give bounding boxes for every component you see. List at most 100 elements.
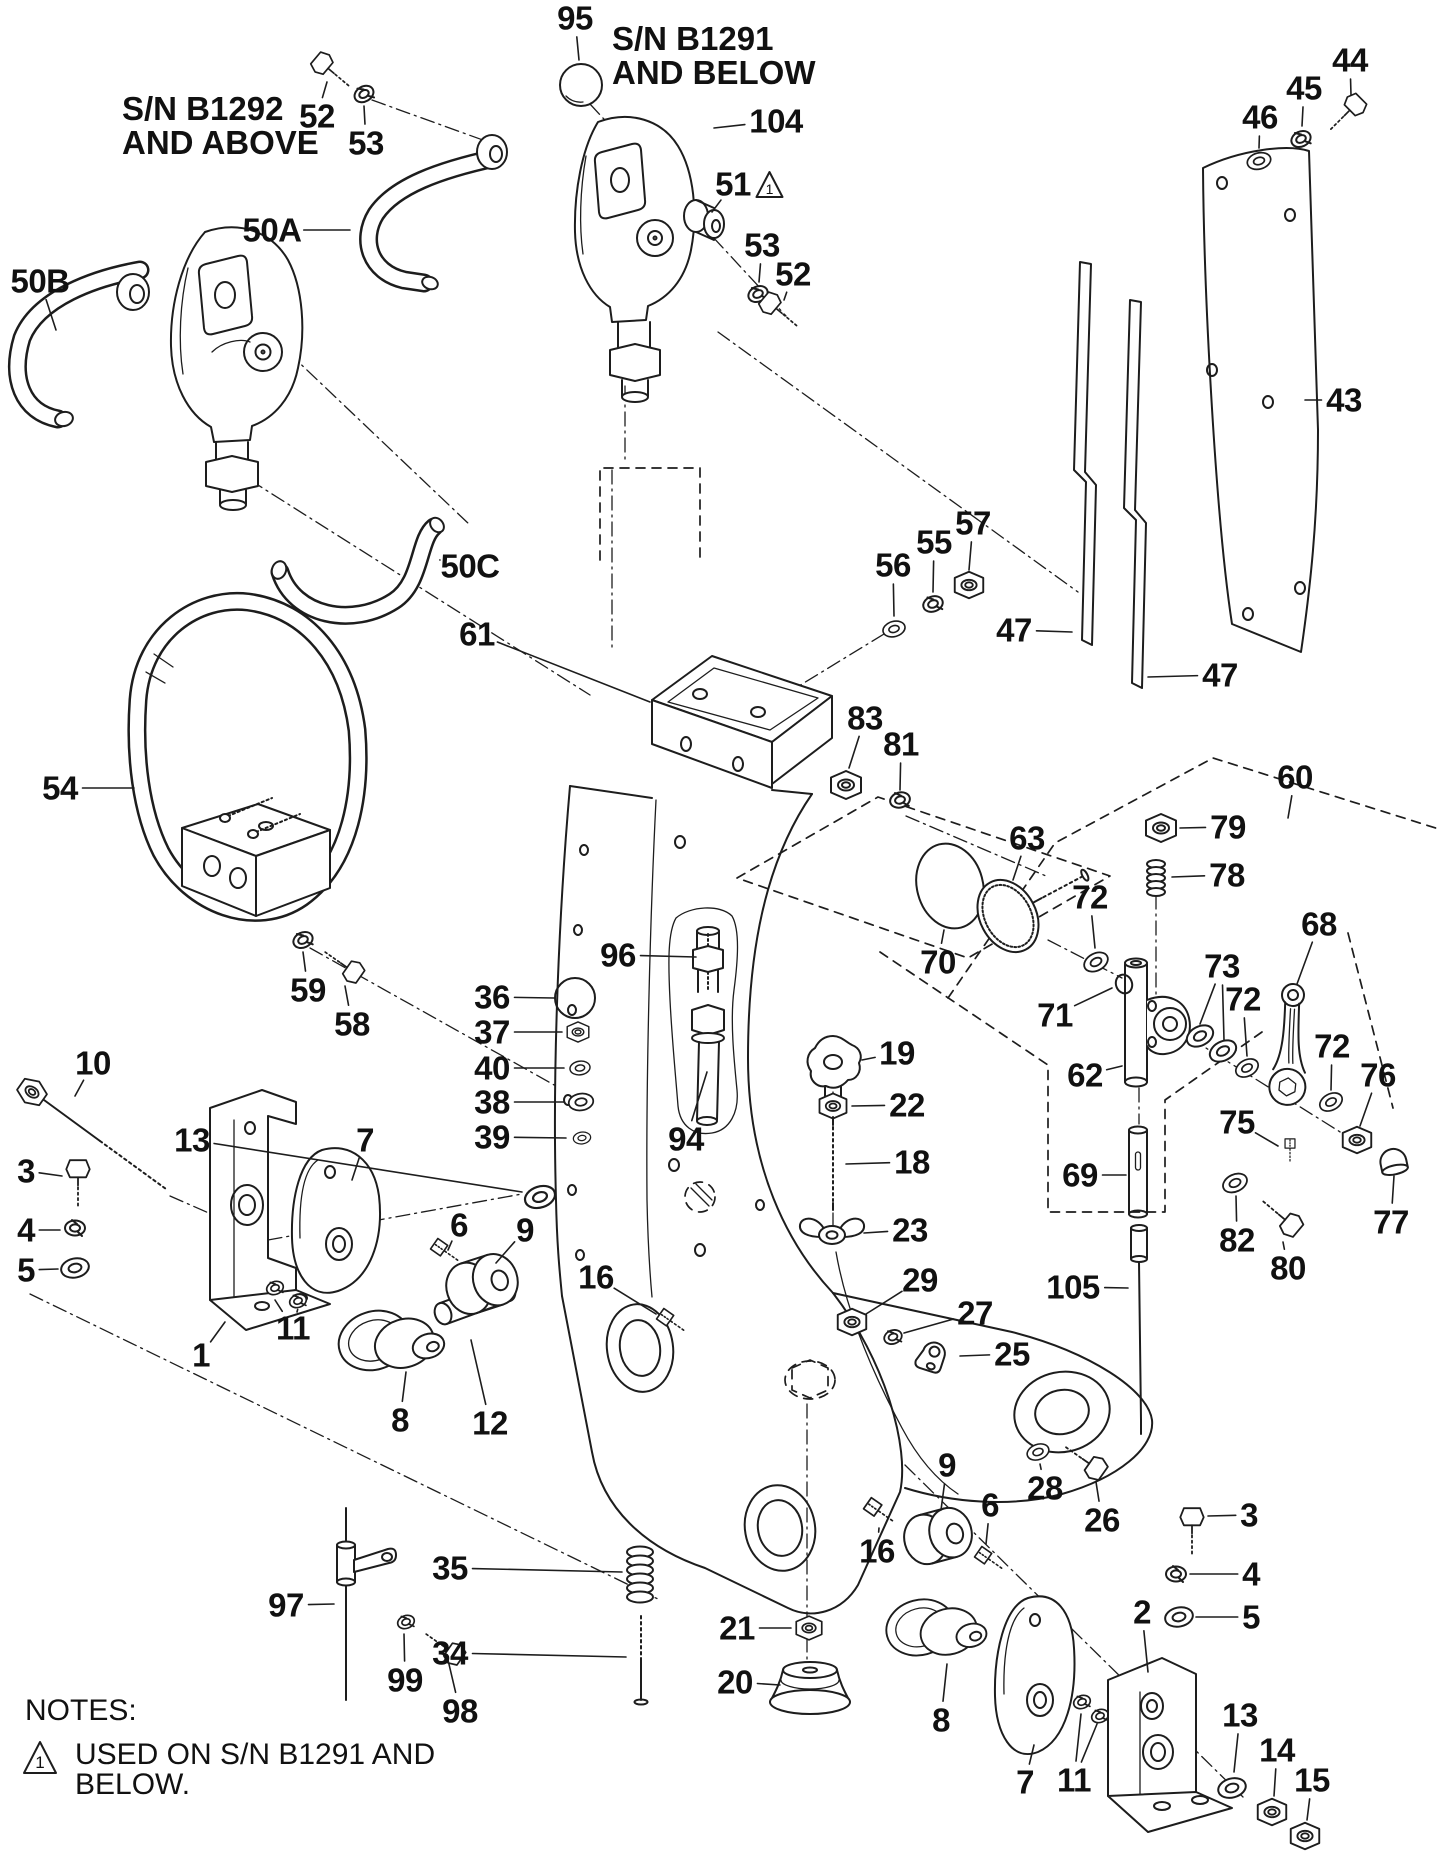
leader-line [513,1136,567,1139]
leader-line [296,1308,299,1313]
leader-line [899,762,902,791]
housing-sn-b1292 [169,226,304,511]
note-1-line-2: BELOW. [75,1768,191,1801]
part-callout-52-8: 52 [775,255,811,293]
part-callout-7-63: 7 [356,1121,374,1159]
leader-line [496,641,651,703]
part-callout-40-47: 40 [474,1049,510,1087]
leader-line [903,1318,955,1334]
part-callout-78-26: 78 [1209,856,1245,894]
handle-bracket-54 [181,797,331,917]
bolt-10 [12,1073,167,1190]
leader-line [302,951,307,972]
leader-line [1359,1092,1373,1127]
leader-line [74,1079,85,1097]
part-callout-76-35: 76 [1360,1056,1396,1094]
leader-line [892,583,895,617]
part-callout-9-65: 9 [516,1211,534,1249]
leader-line [845,1161,891,1165]
leader-line [344,985,350,1007]
washer-72c [1315,1088,1347,1116]
part-callout-3-84: 3 [1240,1496,1258,1534]
leader-line [470,1339,487,1406]
gasket-strips-47 [1073,261,1147,689]
leader-line [471,1652,627,1658]
part-callout-6-64: 6 [450,1206,468,1244]
note-warning-triangle: 1 [23,1741,57,1774]
lock-washer-4b [1165,1565,1187,1583]
part-callout-45-10: 45 [1286,69,1322,107]
lock-washer-55 [919,592,947,616]
part-callout-72-27: 72 [1072,878,1108,916]
leader-line [783,291,788,301]
leader-line [363,105,366,125]
connecting-rod-68 [1268,983,1307,1106]
part-callout-35-71: 35 [432,1549,468,1587]
leader-line [576,36,580,61]
leader-line [1391,1175,1395,1204]
part-callout-95-0: 95 [557,0,593,37]
part-callout-1-68: 1 [192,1336,210,1374]
leader-line [1233,1733,1239,1773]
washer-11c [1070,1691,1094,1713]
part-callout-23-54: 23 [892,1211,928,1249]
part-callout-34-72: 34 [432,1634,468,1672]
ball-36 [554,977,596,1019]
part-callout-54-15: 54 [42,769,78,807]
nut-21 [795,1615,823,1641]
washer-5 [58,1254,92,1282]
leader-line [38,1268,59,1271]
washer-72b [1231,1054,1263,1082]
part-callout-72-32: 72 [1225,980,1261,1018]
washer-13 [521,1181,559,1213]
callout-leader-lines [38,36,1395,1821]
part-callout-10-58: 10 [75,1044,111,1082]
o-ring-71 [1114,973,1134,995]
part-callout-73-31: 73 [1204,947,1240,985]
part-callout-72-34: 72 [1314,1027,1350,1065]
leader-line [447,1240,453,1251]
rod-97 [336,1507,397,1701]
leader-line [403,1633,406,1662]
part-callout-98-92: 98 [442,1692,478,1730]
plate-7b [993,1595,1076,1755]
leader-line [1039,1463,1042,1471]
svg-text:1: 1 [35,1753,44,1772]
set-screw-75 [1284,1138,1296,1162]
throttle-cable [835,1251,959,1495]
part-callout-36-45: 36 [474,978,510,1016]
warning-triangle-icon: 1 [755,171,784,198]
note-1-line-1: USED ON S/N B1291 AND [75,1738,436,1771]
part-callout-53-2: 53 [348,124,384,162]
part-callout-5-61: 5 [17,1251,35,1289]
part-callout-50C-13: 50C [440,547,500,585]
part-callout-16-75: 16 [859,1532,895,1570]
nut-22 [818,1092,848,1120]
rubber-foot-20 [769,1661,851,1715]
leader-line [351,1156,361,1181]
leader-line [1012,855,1022,881]
leader-line [1028,1744,1035,1765]
part-callout-47-20: 47 [1202,656,1238,694]
ball-knob-95 [559,63,603,107]
washer-38 [566,1091,596,1113]
leader-line [613,1287,657,1315]
leader-line [1296,941,1314,985]
part-callout-37-46: 37 [474,1013,510,1051]
leader-line [863,1230,889,1234]
part-callout-81-22: 81 [883,725,919,763]
part-callout-71-29: 71 [1037,996,1073,1034]
leader-line [865,1290,903,1315]
leader-line [401,1371,407,1403]
leader-line [38,1172,63,1177]
part-callout-13-87: 13 [1222,1696,1258,1734]
leader-line [968,541,973,571]
part-callout-50A-4: 50A [242,211,302,249]
part-callout-53-7: 53 [744,226,780,264]
leader-line [1095,1481,1100,1502]
part-callout-82-39: 82 [1219,1221,1255,1259]
leader-line [274,1299,284,1313]
leader-line [1179,826,1207,829]
bolt-44 [1321,90,1370,139]
housing-sn-b1291-104 [573,115,696,403]
